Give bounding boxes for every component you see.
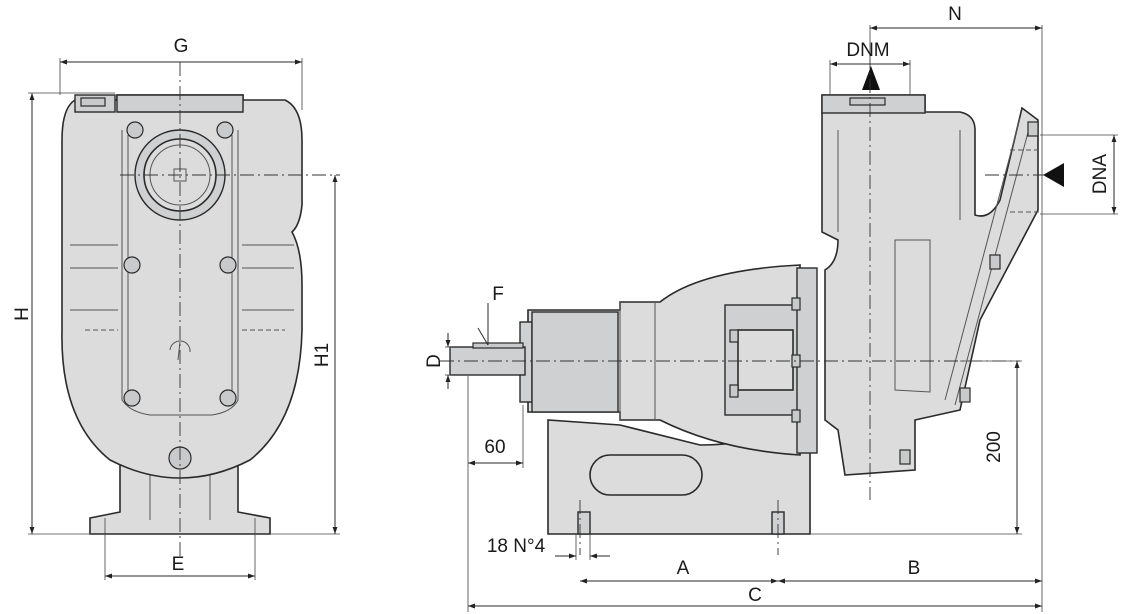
- dim-label-B: B: [908, 558, 921, 579]
- dim-label-N: N: [948, 4, 962, 25]
- dim-label-G: G: [174, 36, 189, 57]
- dim-label-E: E: [172, 554, 185, 575]
- dim-label-DNM: DNM: [846, 40, 889, 61]
- front-dimensions: G H H1 E: [12, 36, 340, 580]
- dim-label-F: F: [492, 284, 504, 305]
- dim-label-60: 60: [484, 437, 505, 458]
- dim-label-200: 200: [984, 431, 1005, 463]
- dim-label-DNA: DNA: [1090, 154, 1111, 194]
- dim-label-C: C: [748, 585, 762, 606]
- dim-label-H: H: [12, 307, 33, 321]
- front-view: [61, 62, 340, 560]
- dim-label-D: D: [424, 354, 445, 368]
- side-dimensions: N DNM DNA F D 60 200 18 N°4: [424, 4, 1118, 612]
- dim-label-A: A: [677, 558, 690, 579]
- side-view: [440, 55, 1064, 555]
- dim-label-holes: 18 N°4: [487, 536, 546, 557]
- dim-label-H1: H1: [312, 343, 333, 367]
